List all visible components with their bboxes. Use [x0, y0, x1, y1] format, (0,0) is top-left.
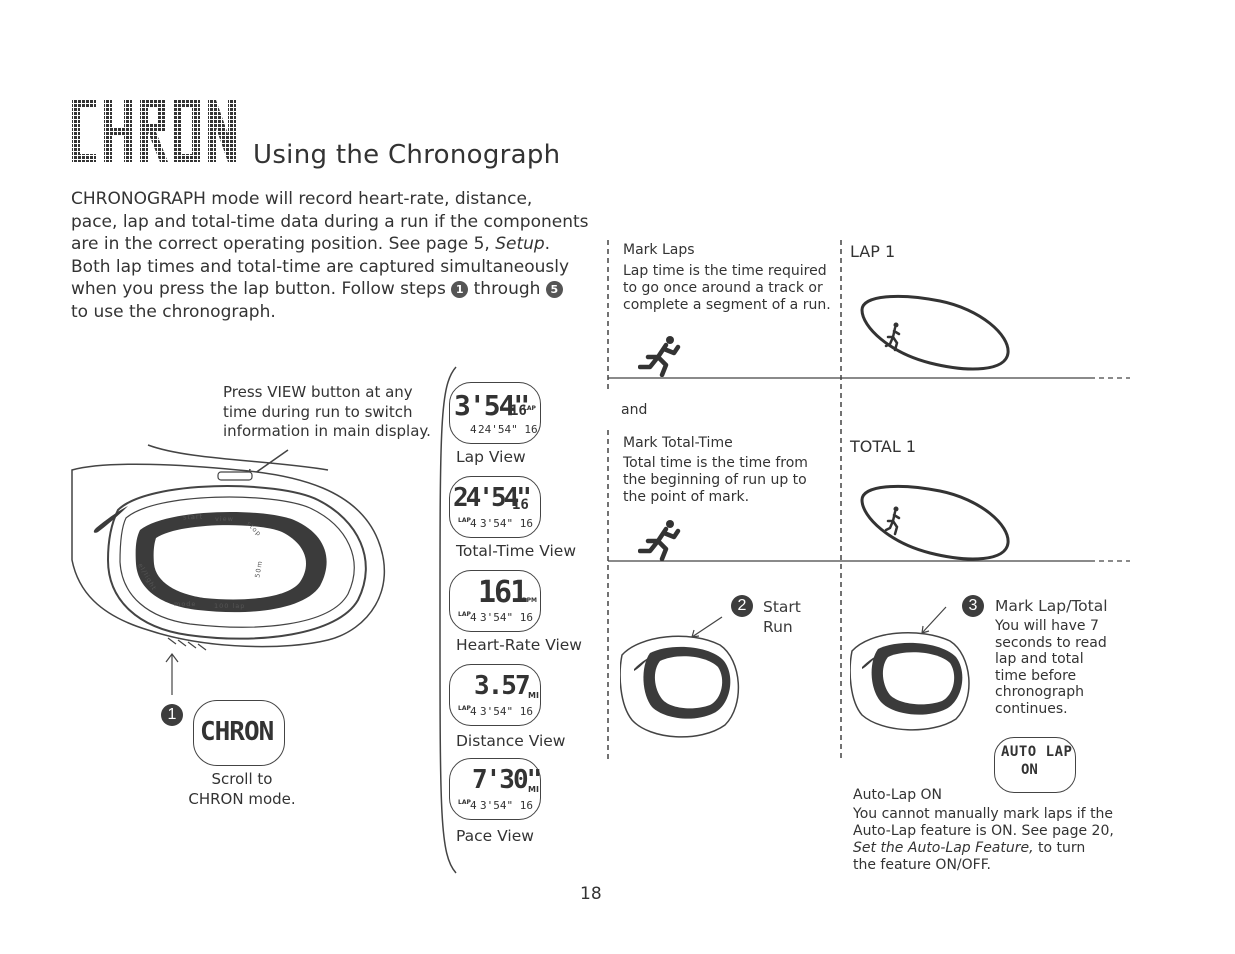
start-run-watch-illustration — [620, 616, 740, 738]
step-3-body: You will have 7 seconds to read lap and … — [995, 618, 1107, 717]
auto-lap-body: You cannot manually mark laps if the Aut… — [853, 806, 1114, 873]
bezel-start-label: start — [182, 512, 204, 522]
intro-line: are in the correct operating position. S… — [71, 234, 551, 255]
chron-logo-icon — [72, 100, 236, 162]
intro-line: CHRONOGRAPH mode will record heart-rate,… — [71, 189, 533, 209]
pace-view-label: Pace View — [456, 827, 534, 845]
intro-line: when you press the lap button. Follow st… — [71, 278, 596, 301]
heart-rate-view-label: Heart-Rate View — [456, 636, 582, 654]
step-2-circle: 2 — [731, 595, 753, 617]
page-title: Using the Chronograph — [253, 140, 561, 170]
mark-lap-watch-illustration — [850, 606, 970, 731]
chron-display: CHRON — [193, 700, 285, 766]
lap-view-display: 3'54" 16 LAP 4 24'54" 16 — [449, 382, 541, 444]
total-time-view-display: 24'54" 16 LAP 4 3'54" 16 — [449, 476, 541, 538]
heart-rate-view-display: 161 BPM LAP 4 3'54" 16 — [449, 570, 541, 632]
views-bracket — [439, 366, 457, 874]
scroll-caption: Scroll to CHRON mode. — [188, 770, 296, 808]
step-3-circle: 3 — [962, 595, 984, 617]
small-runner-icon — [884, 506, 901, 536]
bezel-lap-label: 100 lap — [214, 602, 246, 610]
step-bullet-icon: 1 — [451, 281, 469, 299]
mark-total-body: Total time is the time from the beginnin… — [623, 455, 808, 505]
step-bullet-icon: 5 — [545, 281, 563, 299]
press-view-caption: Press VIEW button at any time during run… — [223, 383, 431, 440]
auto-lap-title: Auto-Lap ON — [853, 787, 943, 803]
intro-line: Both lap times and total-time are captur… — [71, 256, 570, 277]
runner-icon — [638, 520, 681, 561]
auto-lap-display: AUTO LAP ON — [994, 737, 1076, 793]
distance-view-display: 3.57 MI LAP 4 3'54" 16 — [449, 664, 541, 726]
mark-total-title: Mark Total-Time — [623, 435, 733, 451]
runner-icon — [638, 336, 681, 377]
small-runner-icon — [884, 322, 901, 352]
bezel-mode-label: mode — [174, 600, 197, 608]
lap-1-label: LAP 1 — [850, 242, 896, 261]
lap-view-label: Lap View — [456, 448, 526, 466]
total-time-view-label: Total-Time View — [456, 542, 577, 560]
mark-laps-body: Lap time is the time required to go once… — [623, 263, 831, 313]
intro-paragraph: CHRONOGRAPH mode will record heart-rate,… — [71, 188, 596, 324]
mark-laps-title: Mark Laps — [623, 242, 695, 258]
intro-line: pace, lap and total-time data during a r… — [71, 211, 589, 232]
diagram-grid — [607, 240, 1130, 760]
distance-view-label: Distance View — [456, 732, 566, 750]
pace-view-display: 7'30" MI LAP 4 3'54" 16 — [449, 758, 542, 820]
intro-line: to use the chronograph. — [71, 301, 276, 322]
watch-illustration — [71, 444, 386, 695]
and-text: and — [621, 402, 648, 418]
total-1-label: TOTAL 1 — [850, 437, 917, 456]
step-1-circle: 1 — [161, 704, 183, 726]
chron-display-text: CHRON — [200, 717, 274, 747]
bezel-view-label: view — [215, 515, 234, 523]
step-3-title: Mark Lap/Total — [995, 597, 1108, 615]
page-number: 18 — [580, 884, 602, 904]
step-2-caption: Start Run — [763, 598, 801, 636]
